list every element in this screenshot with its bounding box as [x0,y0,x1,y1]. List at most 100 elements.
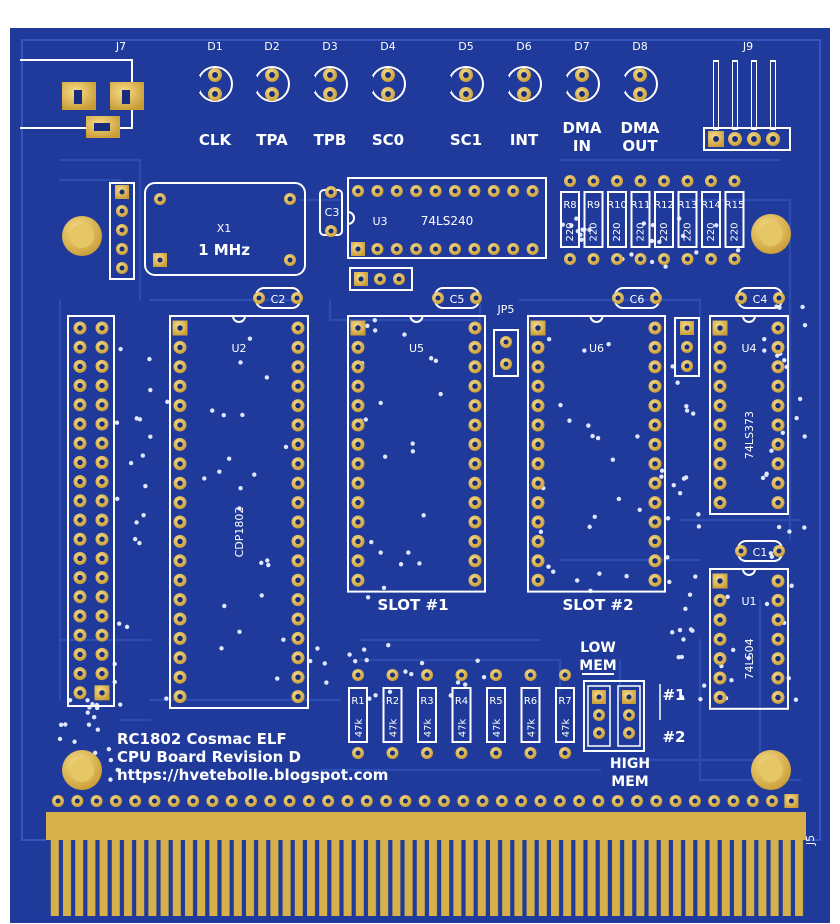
pad-hole [750,798,756,804]
ic-notch [232,315,246,323]
j7-label: J7 [115,40,126,53]
pad-hole [190,798,196,804]
pad-hole [692,798,698,804]
pad-hole [557,798,563,804]
via [574,216,579,221]
via [684,408,690,413]
pad-hole [567,256,573,262]
pad-hole [177,344,183,351]
resistor-value: 220 [706,222,717,241]
pad-hole [472,383,478,389]
via [789,583,794,588]
pad-hole [295,422,301,428]
pad-hole [535,441,541,448]
via [259,593,264,598]
via [57,736,63,742]
pad-hole [775,636,781,642]
pad-hole [775,422,781,428]
via [698,696,703,702]
j9-outline [703,127,791,151]
pad-hole [99,421,105,427]
via [681,476,687,481]
pad-hole [776,548,782,554]
pad-hole [527,672,534,678]
pad-hole [177,596,183,603]
pad-hole [776,295,782,301]
led-ref-label: D5 [458,40,473,53]
via [684,404,689,409]
pad-hole [177,499,183,506]
via [95,727,101,732]
via [670,630,675,635]
pad-hole [472,480,478,486]
via [665,555,670,560]
mem-jumper-cell [587,685,611,747]
pad-hole [99,344,105,350]
pad-hole [652,325,658,331]
via [675,380,680,385]
pad-hole [177,558,183,564]
pad-hole [99,690,105,696]
pad-hole [295,596,301,603]
via [800,304,805,310]
pad-hole [769,798,775,804]
pad-hole [99,632,105,638]
via [378,400,383,406]
pad-hole [433,188,439,194]
pad-hole [99,555,105,562]
pad-hole [530,246,536,252]
pad-hole [717,364,723,370]
jumper-outline [493,329,519,377]
led-ref-label: D6 [516,40,531,53]
ic-outline [347,177,547,259]
via [616,496,622,502]
pad-hole [530,188,536,194]
pad-hole [596,730,602,736]
pad-hole [590,256,597,262]
pad-hole [55,798,61,804]
pad-hole [433,246,439,252]
via [378,550,383,555]
header-outline [67,315,115,707]
pad-hole [590,178,597,184]
pad-hole [521,72,527,78]
via [238,360,243,365]
via [217,469,222,474]
via [117,621,122,626]
resistor-ref: R3 [420,696,433,707]
cap-label: C1 [753,546,768,559]
pad-hole [119,189,125,195]
edge-fingers [48,838,804,916]
via [361,647,367,652]
pad-hole [269,72,275,78]
via [283,444,289,450]
pad-hole [652,538,658,545]
mem-jumper-outline [583,680,645,752]
resistor-outline [724,191,745,248]
pad-hole [527,750,534,756]
via [538,529,544,534]
pad-hole [731,178,738,184]
via [582,348,587,353]
crystal-ref: X1 [217,222,232,235]
via [421,513,426,518]
pad-hole [775,499,781,506]
resistor-ref: R1 [351,696,364,707]
pad-hole [99,536,105,542]
resistor-value: 47k [354,719,365,738]
mem-low-label: LOW [580,640,616,656]
via [769,554,775,559]
pad-hole [652,461,658,467]
via [143,483,148,489]
pad-hole [595,798,601,804]
pad-hole [775,675,781,681]
via [134,520,139,525]
pad-hole [355,188,361,194]
pad-hole [775,480,781,486]
copper-trace [358,658,562,692]
via [428,356,434,361]
j9-pin-gap [733,62,737,128]
pad-hole [355,480,361,486]
pad-hole [248,798,254,804]
